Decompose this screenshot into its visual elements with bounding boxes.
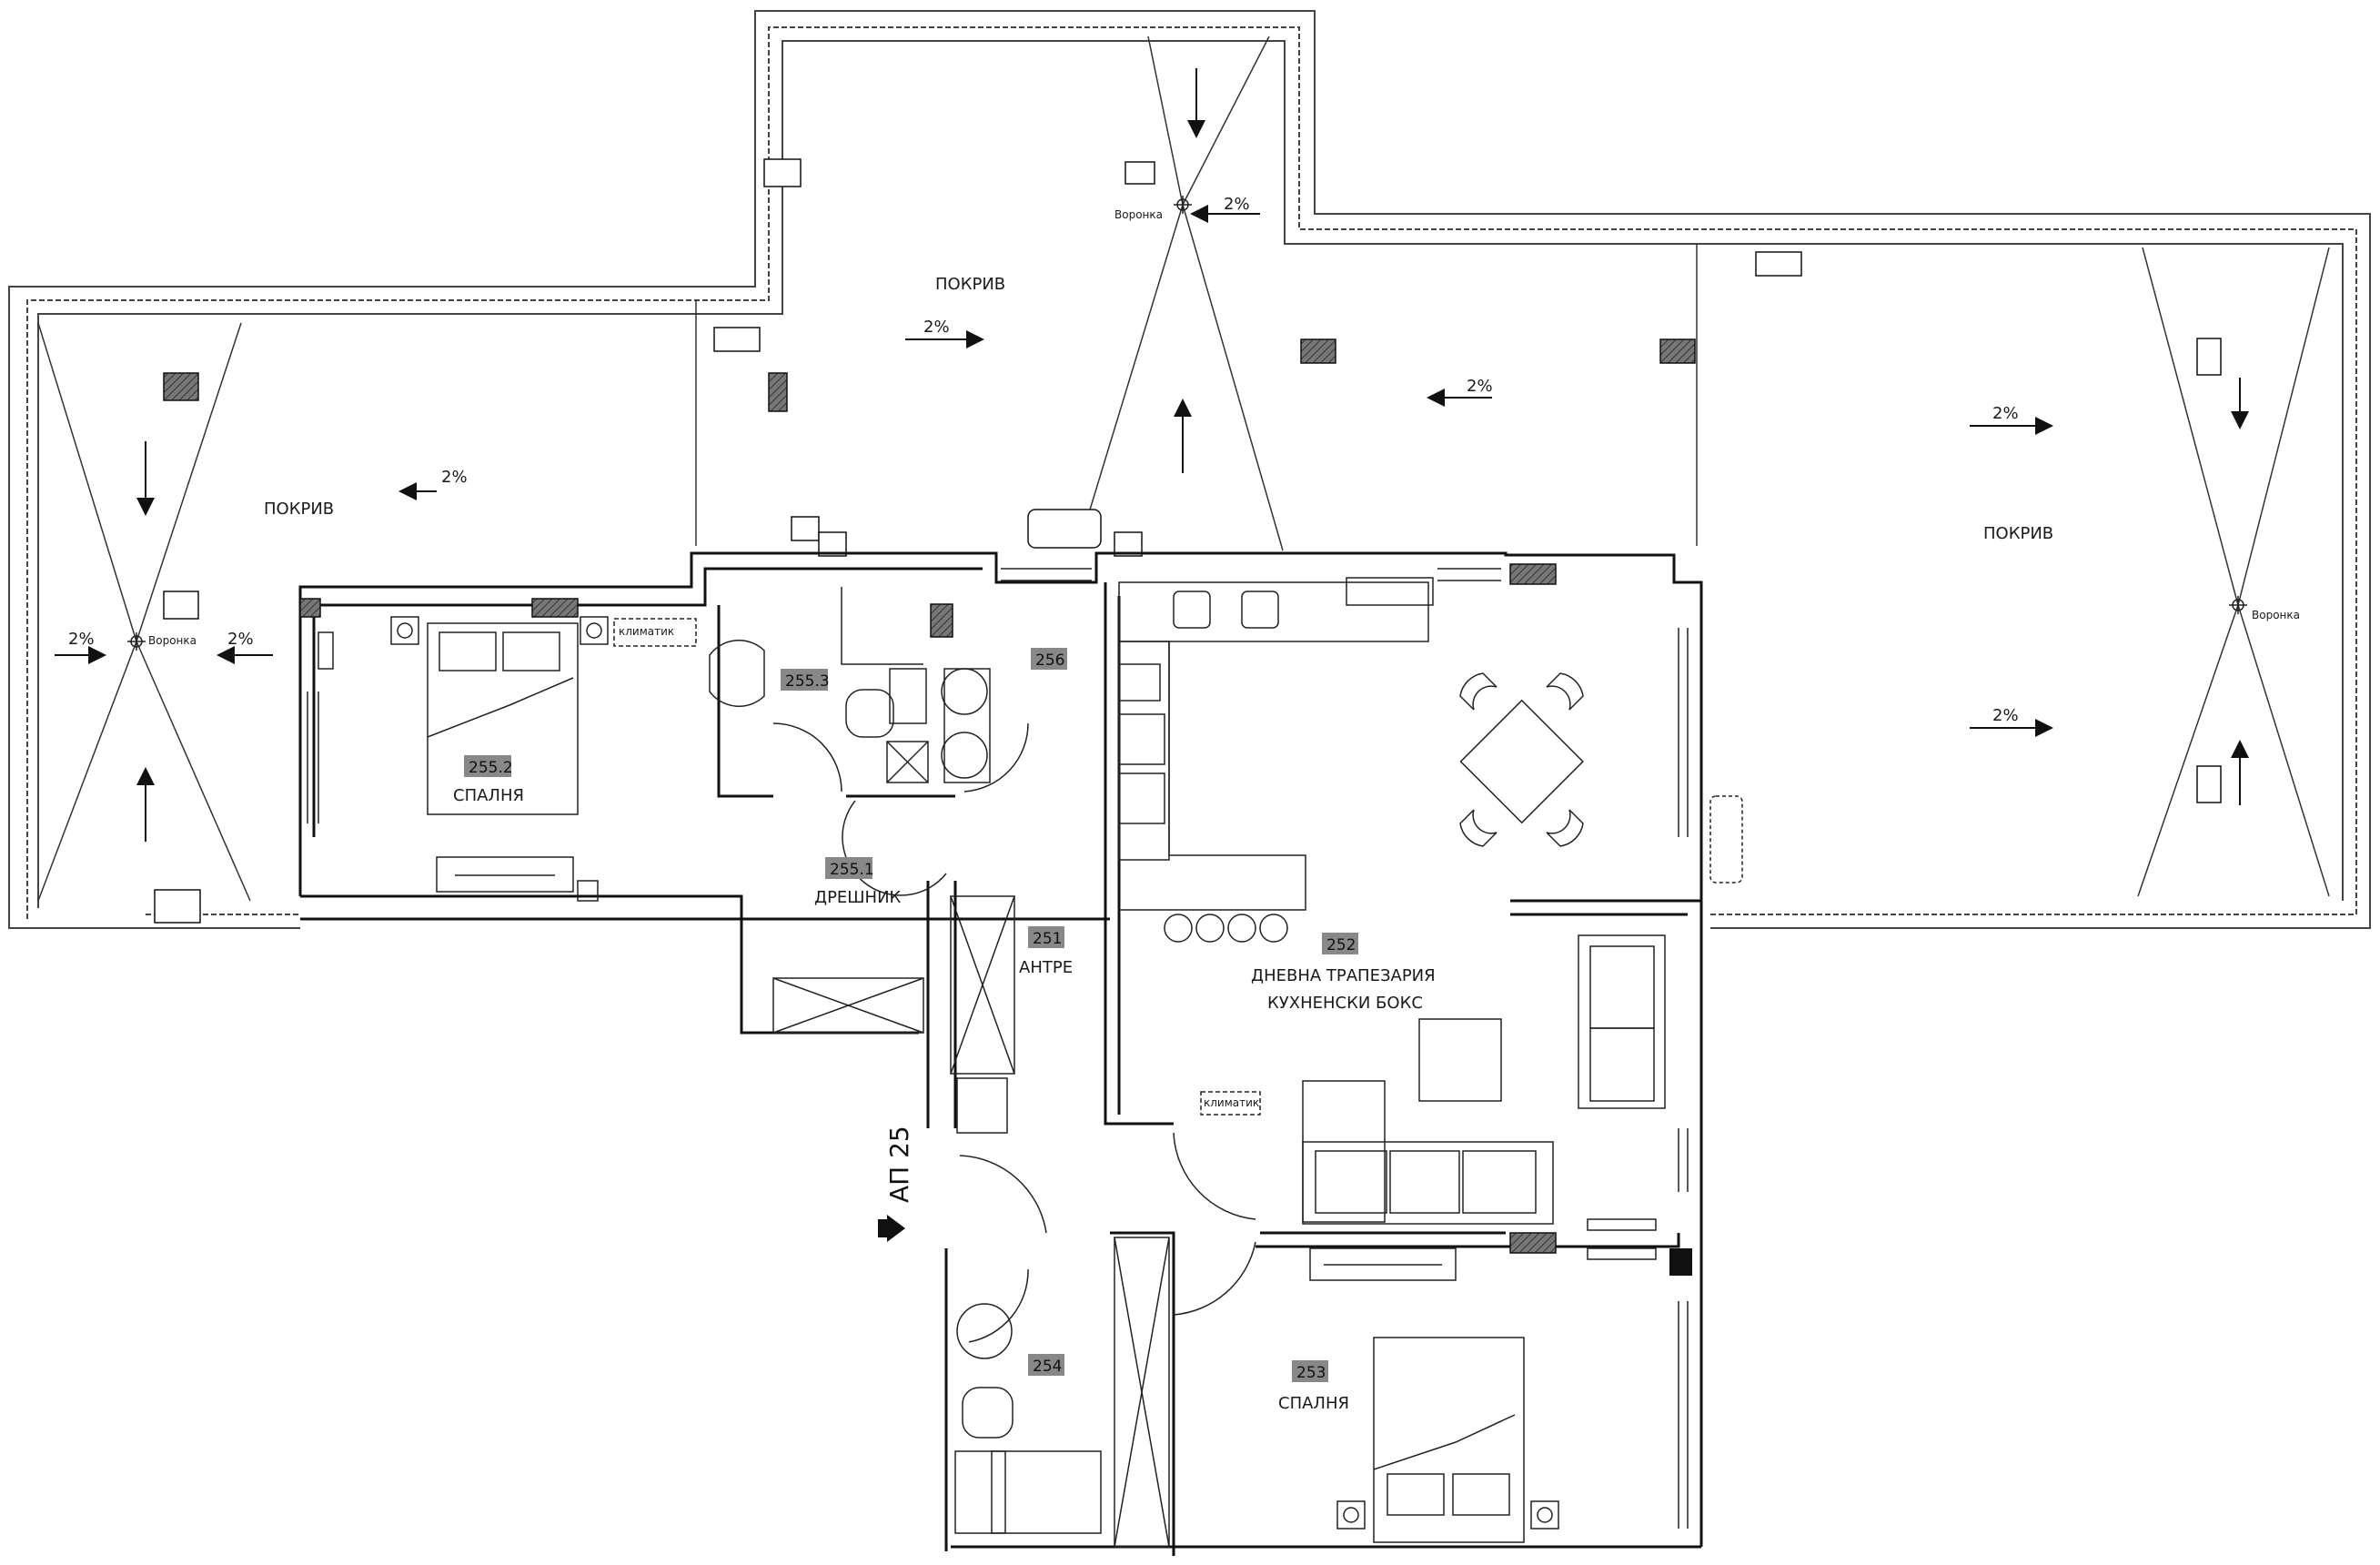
dining-table — [1459, 672, 1584, 847]
apartment-label: АП 25 — [884, 1126, 914, 1203]
svg-text:252: 252 — [1326, 936, 1356, 954]
svg-text:255.2: 255.2 — [469, 759, 513, 777]
room-tag-255-2: 255.2 СПАЛНЯ — [453, 755, 524, 805]
bed-255-2 — [318, 616, 697, 902]
room-tag-253: 253 СПАЛНЯ — [1278, 1360, 1349, 1413]
svg-text:2%: 2% — [1992, 706, 2019, 725]
svg-text:2%: 2% — [923, 318, 950, 337]
bed-253 — [1336, 1337, 1559, 1543]
roof-drain-icon — [127, 196, 2247, 651]
roof-label: ПОКРИВ — [1983, 524, 2053, 543]
room-tag-255-3: 255.3 — [781, 669, 830, 691]
svg-text:2%: 2% — [227, 630, 254, 649]
svg-text:2%: 2% — [1224, 195, 1250, 214]
columns — [299, 563, 1557, 1254]
drain-label: Воронка — [2252, 609, 2300, 621]
ac-label: климатик — [1204, 1096, 1259, 1109]
svg-text:АНТРЕ: АНТРЕ — [1019, 958, 1073, 977]
roof-label: ПОКРИВ — [935, 275, 1005, 294]
column — [1669, 1248, 1692, 1276]
room-tag-255-1: 255.1 ДРЕШНИК — [814, 857, 902, 907]
roof-label: ПОКРИВ — [264, 500, 334, 519]
svg-text:ДНЕВНА ТРАПЕЗАРИЯ: ДНЕВНА ТРАПЕЗАРИЯ — [1251, 966, 1436, 985]
wardrobes — [772, 895, 1256, 1548]
room-tag-256: 256 — [1031, 648, 1067, 670]
roof-vents — [154, 158, 2222, 924]
svg-text:2%: 2% — [1467, 377, 1493, 396]
room-tag-252: 252 ДНЕВНА ТРАПЕЗАРИЯ КУХНЕНСКИ БОКС — [1251, 933, 1436, 1013]
living-furniture — [1200, 795, 1743, 1281]
entry-arrow-icon — [878, 1219, 889, 1237]
svg-text:256: 256 — [1035, 651, 1064, 670]
bathroom-255-3-fixtures — [709, 587, 1029, 896]
svg-text:ДРЕШНИК: ДРЕШНИК — [814, 888, 902, 907]
room-tag-254: 254 — [1028, 1354, 1064, 1376]
svg-text:СПАЛНЯ: СПАЛНЯ — [453, 786, 524, 805]
svg-text:251: 251 — [1033, 930, 1062, 948]
svg-text:СПАЛНЯ: СПАЛНЯ — [1278, 1394, 1349, 1413]
svg-text:2%: 2% — [441, 468, 468, 487]
kitchen — [1118, 577, 1434, 943]
slope-labels: 2% 2% 2% 2% 2% 2% 2% 2% — [68, 195, 2019, 725]
svg-text:253: 253 — [1296, 1364, 1326, 1382]
svg-text:2%: 2% — [1992, 404, 2019, 423]
roof-slope-lines — [37, 35, 2330, 902]
svg-text:255.3: 255.3 — [785, 672, 830, 691]
walls — [298, 551, 1703, 1556]
svg-text:2%: 2% — [68, 630, 95, 649]
bathroom-254-fixtures — [954, 1268, 1102, 1534]
svg-text:254: 254 — [1033, 1358, 1062, 1376]
ac-label: климатик — [619, 625, 674, 638]
room-tag-251: 251 АНТРЕ — [1019, 926, 1073, 977]
svg-text:КУХНЕНСКИ БОКС: КУХНЕНСКИ БОКС — [1267, 994, 1423, 1013]
windows — [307, 568, 1689, 1529]
drain-label: Воронка — [1114, 208, 1163, 221]
svg-text:255.1: 255.1 — [830, 861, 874, 879]
slope-arrows — [55, 68, 2249, 842]
drain-label: Воронка — [148, 634, 197, 647]
roof-parapet — [8, 10, 2371, 929]
entry-arrow-icon — [887, 1215, 905, 1242]
